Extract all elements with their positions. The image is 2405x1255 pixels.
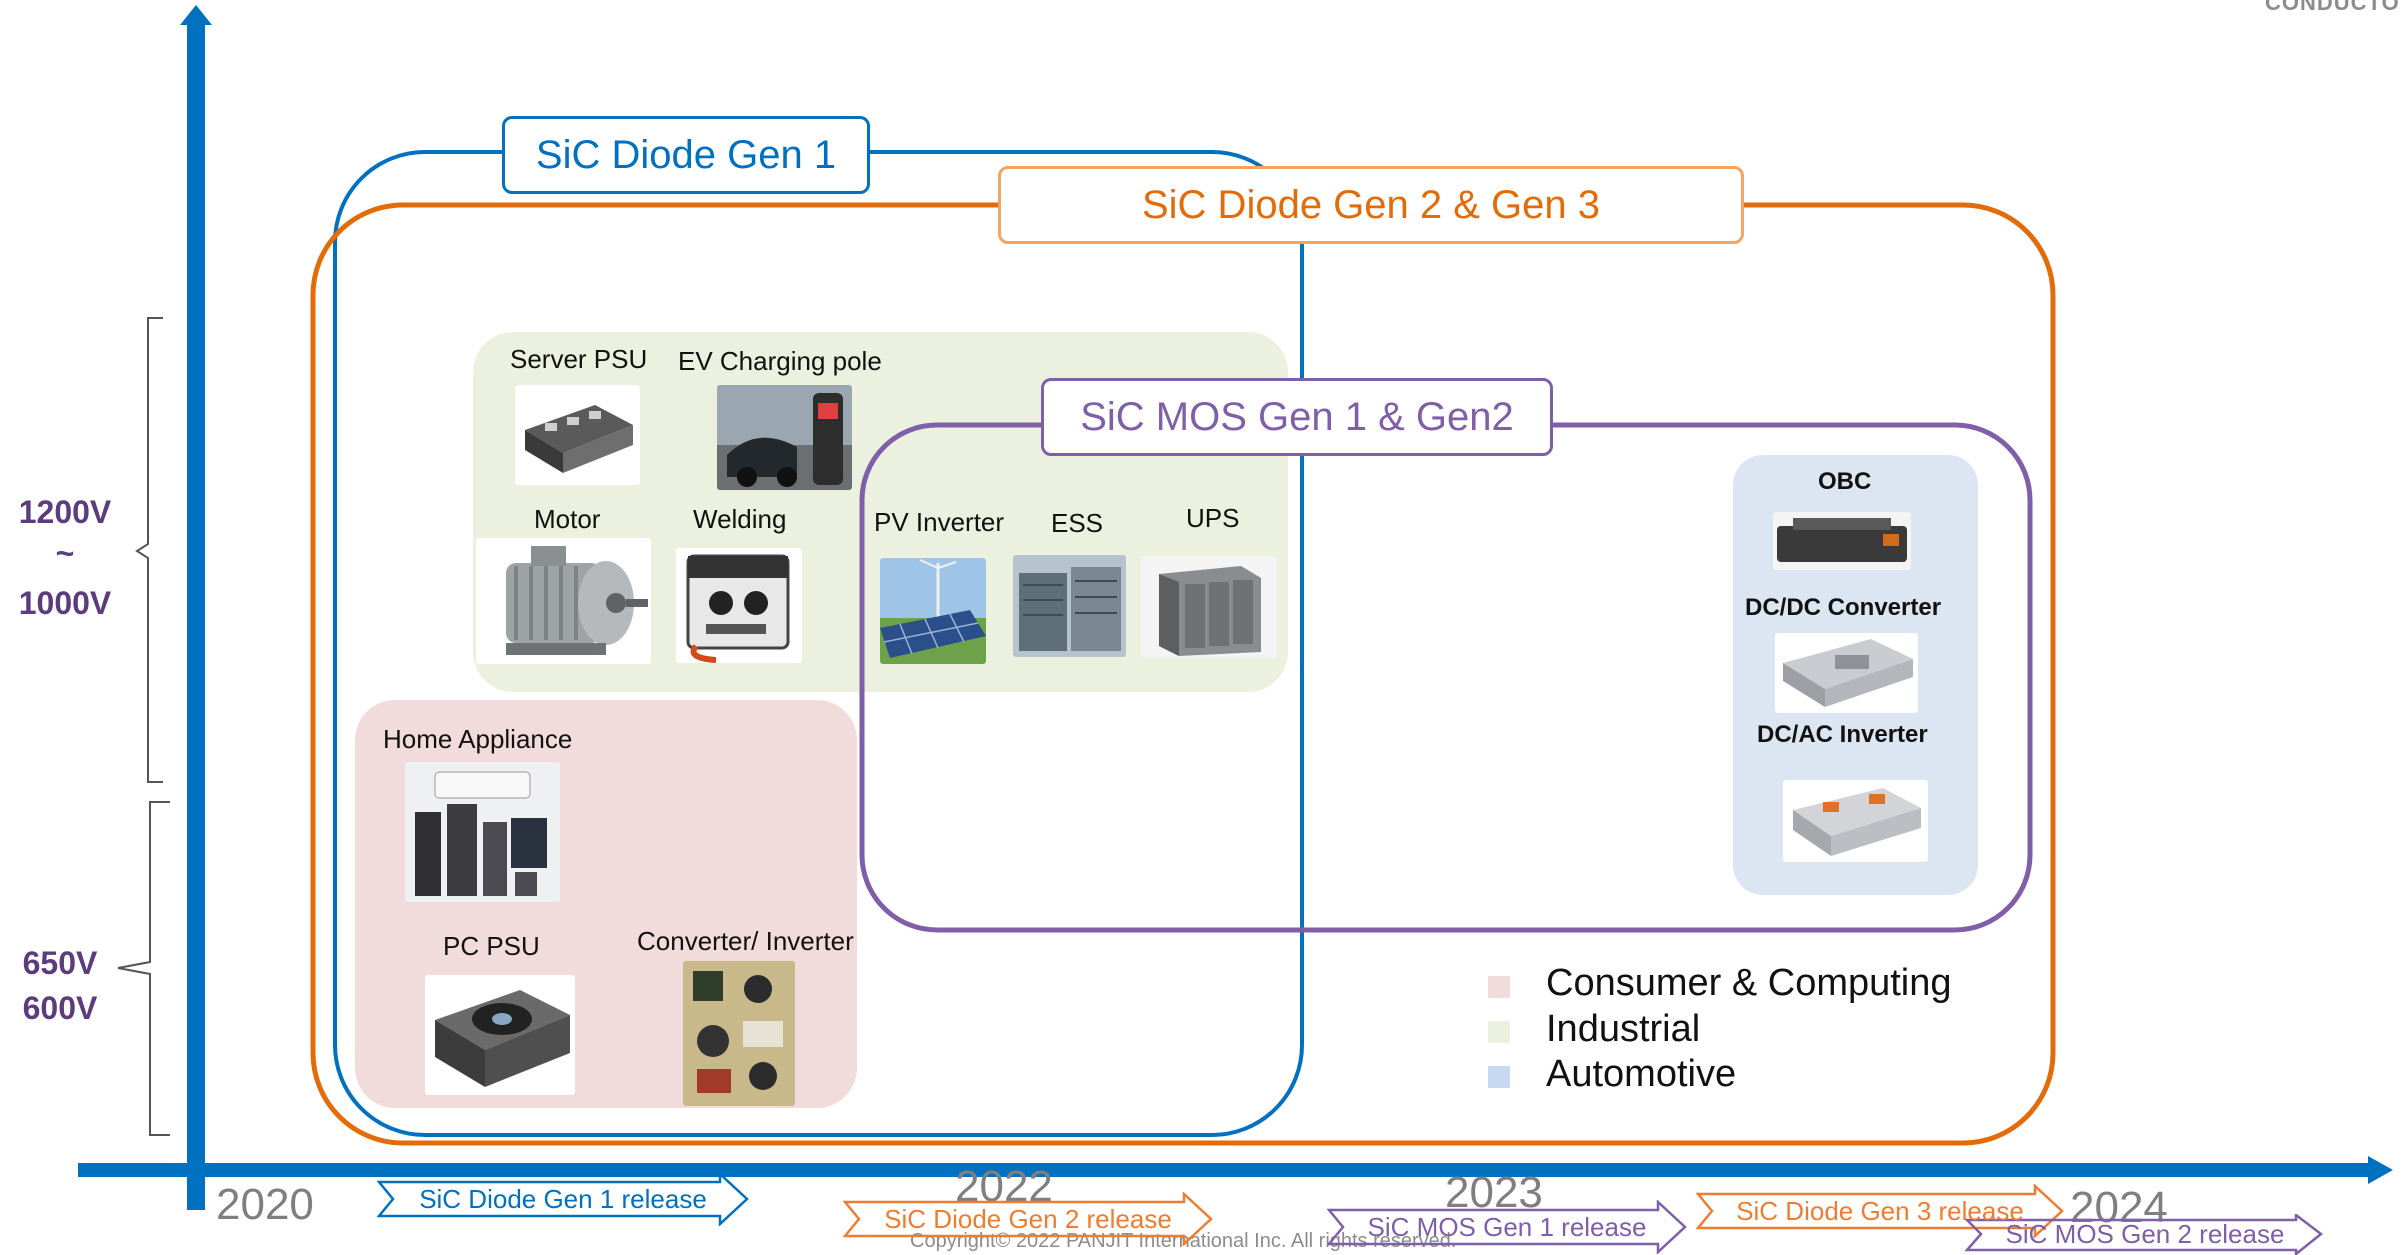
year-2024: 2024: [2070, 1183, 2168, 1232]
legend-consumer-label: Consumer & Computing: [1546, 962, 1952, 1004]
legend-automotive-swatch: [1488, 1066, 1510, 1088]
release-diode-gen3: SiC Diode Gen 3 release: [1696, 1184, 2064, 1238]
y-axis-arrowhead: [180, 5, 212, 25]
dcac-label: DC/AC Inverter: [1757, 721, 1928, 748]
battery-storage-icon: [1013, 555, 1126, 657]
ups-cabinet-icon: [1141, 556, 1277, 658]
pc-psu-label: PC PSU: [443, 931, 540, 961]
release-diode-gen1: SiC Diode Gen 1 release: [377, 1172, 749, 1226]
voltage-1000v: 1000V: [18, 585, 112, 621]
release-diode-gen1-label: SiC Diode Gen 1 release: [419, 1183, 707, 1214]
release-mos-gen2-label: SiC MOS Gen 2 release: [2005, 1219, 2285, 1249]
legend-industrial-swatch: [1488, 1021, 1510, 1043]
legend-automotive-label: Automotive: [1546, 1053, 1737, 1095]
ev-charging-label: EV Charging pole: [678, 346, 882, 376]
release-diode-gen3-label: SiC Diode Gen 3 release: [1736, 1195, 2024, 1226]
voltage-1200v: 1200V: [18, 494, 112, 530]
home-appliance-label: Home Appliance: [383, 724, 573, 754]
server-psu-label: Server PSU: [510, 344, 648, 374]
ess-label: ESS: [1051, 508, 1104, 538]
voltage-600v: 600V: [22, 990, 98, 1026]
server-rack-icon: [515, 385, 640, 485]
release-diode-gen2: SiC Diode Gen 2 release: [843, 1192, 1213, 1246]
obc-label: OBC: [1818, 468, 1872, 495]
x-axis-arrowhead: [2368, 1156, 2393, 1184]
electric-motor-icon: [476, 538, 651, 664]
home-appliance-icon: [405, 762, 560, 902]
mos-title: SiC MOS Gen 1 & Gen2: [1041, 378, 1553, 456]
release-mos-gen2: SiC MOS Gen 2 release: [1965, 1214, 2325, 1255]
pc-psu-icon: [425, 975, 575, 1095]
obc-module-icon: [1773, 512, 1911, 570]
legend-industrial-label: Industrial: [1546, 1008, 1701, 1050]
diode-gen23-title: SiC Diode Gen 2 & Gen 3: [998, 166, 1744, 244]
welder-icon: [676, 548, 802, 663]
dcac-module-icon: [1783, 780, 1928, 862]
diode-gen1-title: SiC Diode Gen 1: [502, 116, 870, 194]
release-diode-gen2-label: SiC Diode Gen 2 release: [884, 1203, 1172, 1234]
legend-consumer-swatch: [1488, 976, 1510, 998]
pv-inverter-label: PV Inverter: [874, 507, 1005, 537]
motor-label: Motor: [534, 504, 601, 534]
release-mos-gen1: SiC MOS Gen 1 release: [1327, 1200, 1687, 1254]
dcdc-label: DC/DC Converter: [1745, 594, 1942, 621]
voltage-tilde: ~: [55, 535, 75, 571]
ev-charger-icon: [717, 385, 852, 490]
dcdc-module-icon: [1775, 633, 1918, 713]
year-2020: 2020: [216, 1180, 314, 1229]
voltage-650v: 650V: [22, 945, 98, 981]
converter-inverter-label: Converter/ Inverter: [637, 926, 854, 956]
pcb-board-icon: [683, 961, 795, 1106]
lower-voltage-brace: [117, 801, 170, 1136]
upper-voltage-brace: [135, 317, 163, 783]
welding-label: Welding: [693, 504, 787, 534]
solar-panel-icon: [880, 558, 986, 664]
release-mos-gen1-label: SiC MOS Gen 1 release: [1367, 1211, 1647, 1242]
ups-label: UPS: [1186, 503, 1240, 533]
corner-brand-text: CONDUCTO: [2265, 0, 2400, 15]
